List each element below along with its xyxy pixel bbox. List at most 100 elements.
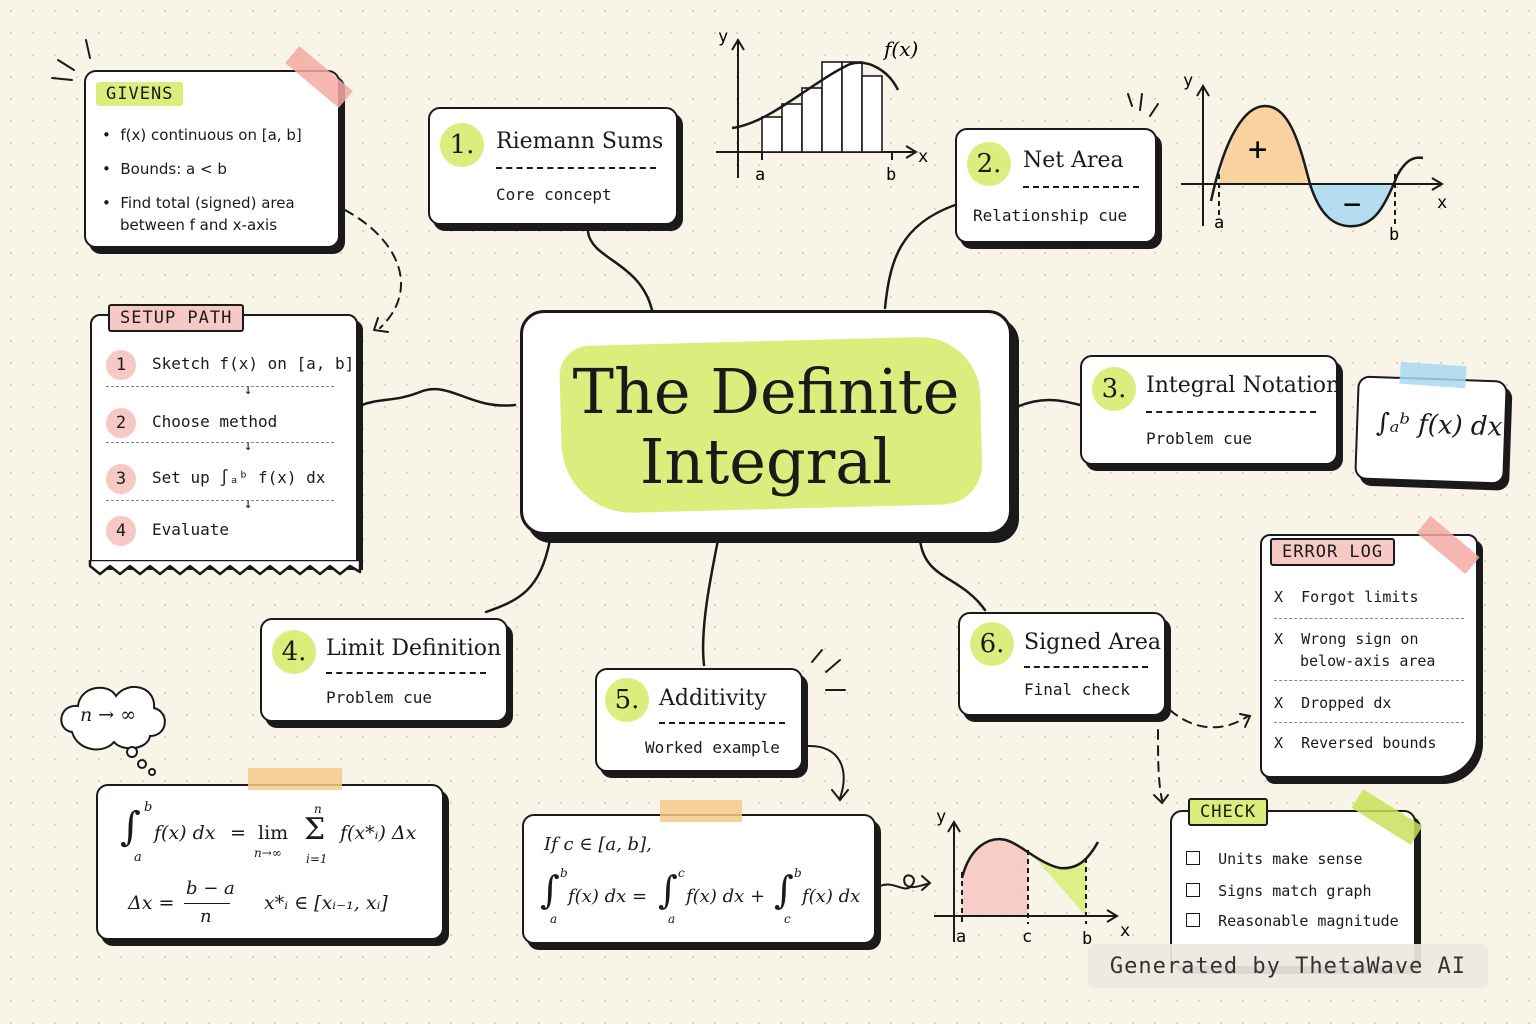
- limit-int-top: b: [144, 800, 153, 815]
- limit-frac-bot: n: [200, 906, 212, 927]
- node-riemann-sums[interactable]: 1. Riemann Sums Core concept: [428, 107, 678, 225]
- add-a-label: a: [956, 927, 966, 947]
- arrow-givens-setup: [344, 209, 403, 329]
- netarea-b-label: b: [1389, 225, 1399, 245]
- additivity-term-1: f(x) dx =: [568, 886, 648, 907]
- limit-lhs: f(x) dx: [154, 822, 216, 844]
- node-4-subtitle: Problem cue: [326, 688, 432, 707]
- node-5-title: Additivity: [659, 686, 767, 711]
- node-5-subtitle: Worked example: [645, 738, 780, 757]
- arrow-signed-errors: [1169, 709, 1249, 729]
- givens-item-2: • Bounds: a < b: [102, 160, 227, 178]
- node-5-number: 5.: [605, 678, 649, 722]
- node-2-title: Net Area: [1023, 148, 1124, 173]
- step-3-text: Set up ∫ₐᵇ f(x) dx: [152, 468, 326, 487]
- node-6-subtitle: Final check: [1024, 680, 1130, 699]
- node-net-area[interactable]: 2. Net Area Relationship cue: [955, 128, 1157, 243]
- additivity-lim2-top: c: [678, 866, 685, 880]
- orange-tape-1: [248, 768, 342, 790]
- limit-eq: =: [230, 822, 246, 844]
- riemann-a-label: a: [755, 165, 765, 185]
- limit-xi: x*ᵢ ∈ [xᵢ₋₁, xᵢ]: [264, 892, 388, 914]
- connector-5: [701, 538, 720, 667]
- add-c-label: c: [1022, 927, 1032, 947]
- arrow-additivity: [807, 744, 849, 802]
- connector-2: [883, 203, 957, 310]
- connector-setup: [360, 387, 517, 407]
- node-3-subtitle: Problem cue: [1146, 429, 1252, 448]
- node-4-title: Limit Definition: [326, 636, 502, 661]
- step-4-num: 4: [106, 516, 136, 546]
- x-icon: X: [1274, 630, 1284, 648]
- givens-item-4: between f and x-axis: [120, 216, 278, 234]
- add-b-label: b: [1082, 929, 1092, 949]
- netarea-plus: +: [1248, 130, 1267, 168]
- node-6-number: 6.: [970, 622, 1014, 666]
- limit-frac-top: b − a: [186, 878, 235, 899]
- arrow-to-graph: [879, 874, 932, 891]
- limit-sum-bot: i=1: [306, 852, 328, 866]
- step-3-num: 3: [106, 464, 136, 494]
- additivity-cond: If c ∈ [a, b],: [544, 834, 652, 855]
- connector-4: [484, 538, 552, 614]
- node-6-title: Signed Area: [1024, 630, 1161, 655]
- error-log-tag: ERROR LOG: [1270, 538, 1396, 566]
- step-2-text: Choose method: [152, 412, 278, 431]
- torn-edge: [88, 560, 362, 576]
- connector-6: [918, 538, 987, 612]
- node-2-number: 2.: [967, 142, 1011, 186]
- central-title-line-2: Integral: [639, 425, 893, 498]
- connector-3: [1008, 398, 1082, 412]
- error-item-4: X Reversed bounds: [1274, 734, 1437, 752]
- additivity-lim1-top: b: [560, 866, 568, 880]
- error-item-1: X Forgot limits: [1274, 588, 1419, 606]
- step-arrow-1: ↓: [244, 382, 253, 398]
- step-2-num: 2: [106, 408, 136, 438]
- checkbox-icon[interactable]: [1186, 851, 1200, 865]
- sigma-icon: Σ: [304, 812, 326, 847]
- arrow-signed-check: [1157, 729, 1163, 801]
- node-signed-area[interactable]: 6. Signed Area Final check: [958, 612, 1166, 716]
- node-3-number: 3.: [1092, 367, 1136, 411]
- x-icon: X: [1274, 694, 1284, 712]
- step-1-num: 1: [106, 350, 136, 380]
- x-icon: X: [1274, 588, 1284, 606]
- node-integral-notation[interactable]: 3. Integral Notation Problem cue: [1080, 355, 1340, 465]
- error-item-2: X Wrong sign on: [1274, 630, 1419, 648]
- node-1-subtitle: Core concept: [496, 185, 612, 204]
- check-item-3[interactable]: Reasonable magnitude: [1186, 912, 1399, 930]
- netarea-y-label: y: [1183, 71, 1193, 91]
- givens-list: • f(x) continuous on [a, b] • Bounds: a …: [102, 124, 302, 236]
- check-card: CHECK Units make sense Signs match graph…: [1170, 798, 1416, 968]
- riemann-y-label: y: [718, 28, 728, 47]
- check-item-2[interactable]: Signs match graph: [1186, 882, 1372, 900]
- cloud-text: n → ∞: [80, 704, 137, 726]
- notation-formula: ∫ₐᵇ f(x) dx: [1375, 408, 1503, 443]
- additivity-lim3-top: b: [794, 866, 802, 880]
- additivity-int-2: ∫: [658, 868, 678, 912]
- limit-lim-sub: n→∞: [254, 846, 282, 860]
- notation-card: ∫ₐᵇ f(x) dx: [1354, 375, 1508, 485]
- step-4-text: Evaluate: [152, 520, 230, 539]
- limit-dx-lhs: Δx =: [128, 892, 175, 914]
- x-icon: X: [1274, 734, 1284, 752]
- checkbox-icon[interactable]: [1186, 913, 1200, 927]
- node-additivity[interactable]: 5. Additivity Worked example: [595, 668, 803, 772]
- orange-tape-2: [660, 800, 742, 822]
- limit-lim: lim: [258, 822, 289, 844]
- netarea-a-label: a: [1214, 213, 1224, 233]
- givens-item-1: • f(x) continuous on [a, b]: [102, 126, 302, 144]
- check-item-1[interactable]: Units make sense: [1186, 850, 1363, 868]
- additivity-lim1-bot: a: [550, 912, 558, 926]
- node-1-title: Riemann Sums: [496, 129, 664, 154]
- step-arrow-3: ↓: [244, 496, 253, 512]
- thought-cloud: [60, 686, 166, 776]
- riemann-b-label: b: [886, 165, 896, 185]
- limit-int-bot: a: [134, 850, 142, 865]
- additivity-term-3: f(x) dx: [802, 886, 861, 907]
- step-1-text: Sketch f(x) on [a, b]: [152, 354, 355, 373]
- blue-tape: [1399, 361, 1467, 389]
- checkbox-icon[interactable]: [1186, 883, 1200, 897]
- node-limit-definition[interactable]: 4. Limit Definition Problem cue: [260, 618, 508, 722]
